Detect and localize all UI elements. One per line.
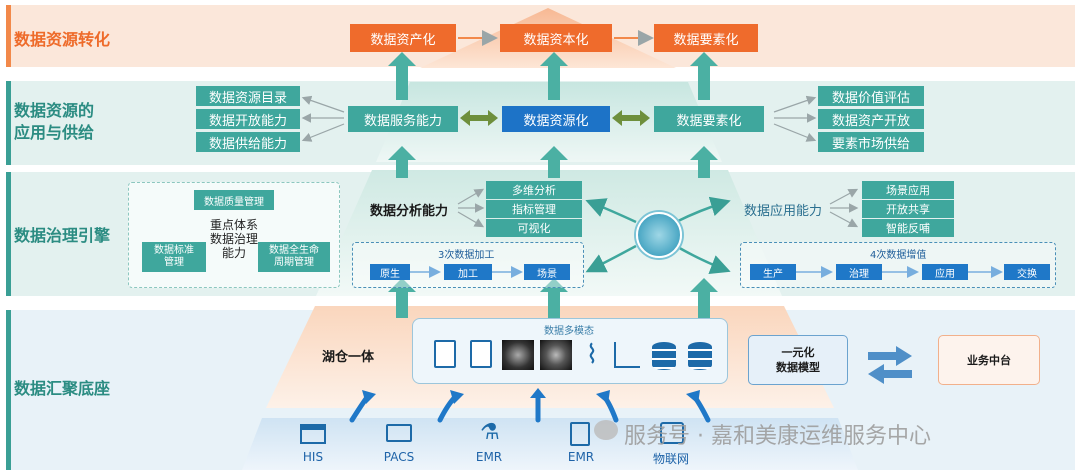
visualization-box: 可视化 bbox=[486, 219, 582, 237]
database-icon bbox=[652, 342, 676, 370]
multidim-analysis-box: 多维分析 bbox=[486, 181, 582, 199]
governance-center-line2: 数据治理 bbox=[210, 232, 259, 246]
value-application-box: 应用 bbox=[922, 264, 968, 280]
step-processing-box: 加工 bbox=[444, 264, 492, 280]
unified-model-line1: 一元化 bbox=[781, 346, 815, 359]
lifecycle-management-box: 数据全生命 周期管理 bbox=[258, 242, 330, 272]
band2-label-line2: 应用与供给 bbox=[14, 123, 95, 142]
source-pacs-label: PACS bbox=[383, 450, 415, 464]
unified-model-box: 一元化 数据模型 bbox=[748, 335, 848, 385]
source-emr-label-2: EMR bbox=[567, 450, 595, 464]
governance-center-line1: 重点体系 bbox=[210, 218, 259, 232]
standard-management-box: 数据标准 管理 bbox=[142, 242, 206, 272]
quality-management-box: 数据质量管理 bbox=[194, 190, 274, 210]
line-chart-icon bbox=[614, 342, 640, 368]
governance-center-line3: 能力 bbox=[222, 246, 247, 260]
band1-label: 数据资源转化 bbox=[14, 30, 111, 49]
report-icon bbox=[470, 340, 492, 368]
database-stack-icon bbox=[688, 342, 712, 370]
asset-open-box: 数据资产开放 bbox=[818, 109, 924, 129]
supply-capability-box: 数据供给能力 bbox=[196, 132, 300, 152]
microscope-icon: ⚗ bbox=[480, 420, 500, 445]
step-scene-box: 场景 bbox=[524, 264, 570, 280]
app-capability-title: 数据应用能力 bbox=[744, 204, 823, 219]
data-asset-box: 数据资产化 bbox=[350, 24, 456, 52]
data-element-top-box: 数据要素化 bbox=[654, 24, 758, 52]
record-icon bbox=[570, 422, 590, 446]
data-capital-box: 数据资本化 bbox=[500, 24, 612, 52]
business-middle-box: 业务中台 bbox=[938, 335, 1040, 385]
standard-line1: 数据标准 bbox=[154, 245, 194, 256]
lakehouse-label: 湖仓一体 bbox=[322, 350, 375, 365]
source-his-label: HIS bbox=[302, 450, 324, 464]
value-exchange-box: 交换 bbox=[1004, 264, 1050, 280]
intelligent-feedback-box: 智能反哺 bbox=[862, 219, 954, 237]
lifecycle-line2: 周期管理 bbox=[274, 257, 314, 268]
iot-icon bbox=[660, 422, 684, 444]
hospital-icon bbox=[300, 424, 326, 444]
xray-chest-icon bbox=[502, 340, 534, 370]
dna-icon: ⌇ bbox=[585, 340, 599, 370]
open-capability-box: 数据开放能力 bbox=[196, 109, 300, 129]
standard-line2: 管理 bbox=[164, 257, 184, 268]
source-emr-label-1: EMR bbox=[475, 450, 503, 464]
data-resource-box: 数据资源化 bbox=[502, 106, 610, 132]
value-assessment-box: 数据价值评估 bbox=[818, 86, 924, 106]
multimodal-title: 数据多模态 bbox=[544, 326, 594, 337]
scene-app-box: 场景应用 bbox=[862, 181, 954, 199]
band3-label: 数据治理引擎 bbox=[14, 226, 111, 245]
process-title: 3次数据加工 bbox=[438, 250, 495, 261]
band4-label: 数据汇聚底座 bbox=[14, 379, 111, 398]
watermark-text: 服务号 · 嘉和美康运维服务中心 bbox=[624, 424, 931, 449]
service-capability-box: 数据服务能力 bbox=[348, 106, 458, 132]
market-supply-box: 要素市场供给 bbox=[818, 132, 924, 152]
unified-model-line2: 数据模型 bbox=[776, 361, 820, 374]
indicator-management-box: 指标管理 bbox=[486, 200, 582, 218]
resource-catalog-box: 数据资源目录 bbox=[196, 86, 300, 106]
band2-label-line1: 数据资源的 bbox=[14, 101, 95, 120]
ct-scan-icon bbox=[540, 340, 572, 370]
analysis-title: 数据分析能力 bbox=[370, 204, 449, 219]
value-governance-box: 治理 bbox=[836, 264, 882, 280]
document-icon bbox=[434, 340, 456, 368]
lifecycle-line1: 数据全生命 bbox=[269, 245, 319, 256]
data-element-box: 数据要素化 bbox=[654, 106, 764, 132]
monitor-icon bbox=[386, 424, 412, 442]
brain-icon bbox=[636, 212, 682, 258]
value-production-box: 生产 bbox=[750, 264, 796, 280]
value-title: 4次数据增值 bbox=[870, 250, 927, 261]
source-iot-label: 物联网 bbox=[652, 452, 689, 466]
open-share-box: 开放共享 bbox=[862, 200, 954, 218]
step-raw-box: 原生 bbox=[370, 264, 410, 280]
wechat-icon bbox=[594, 420, 618, 440]
